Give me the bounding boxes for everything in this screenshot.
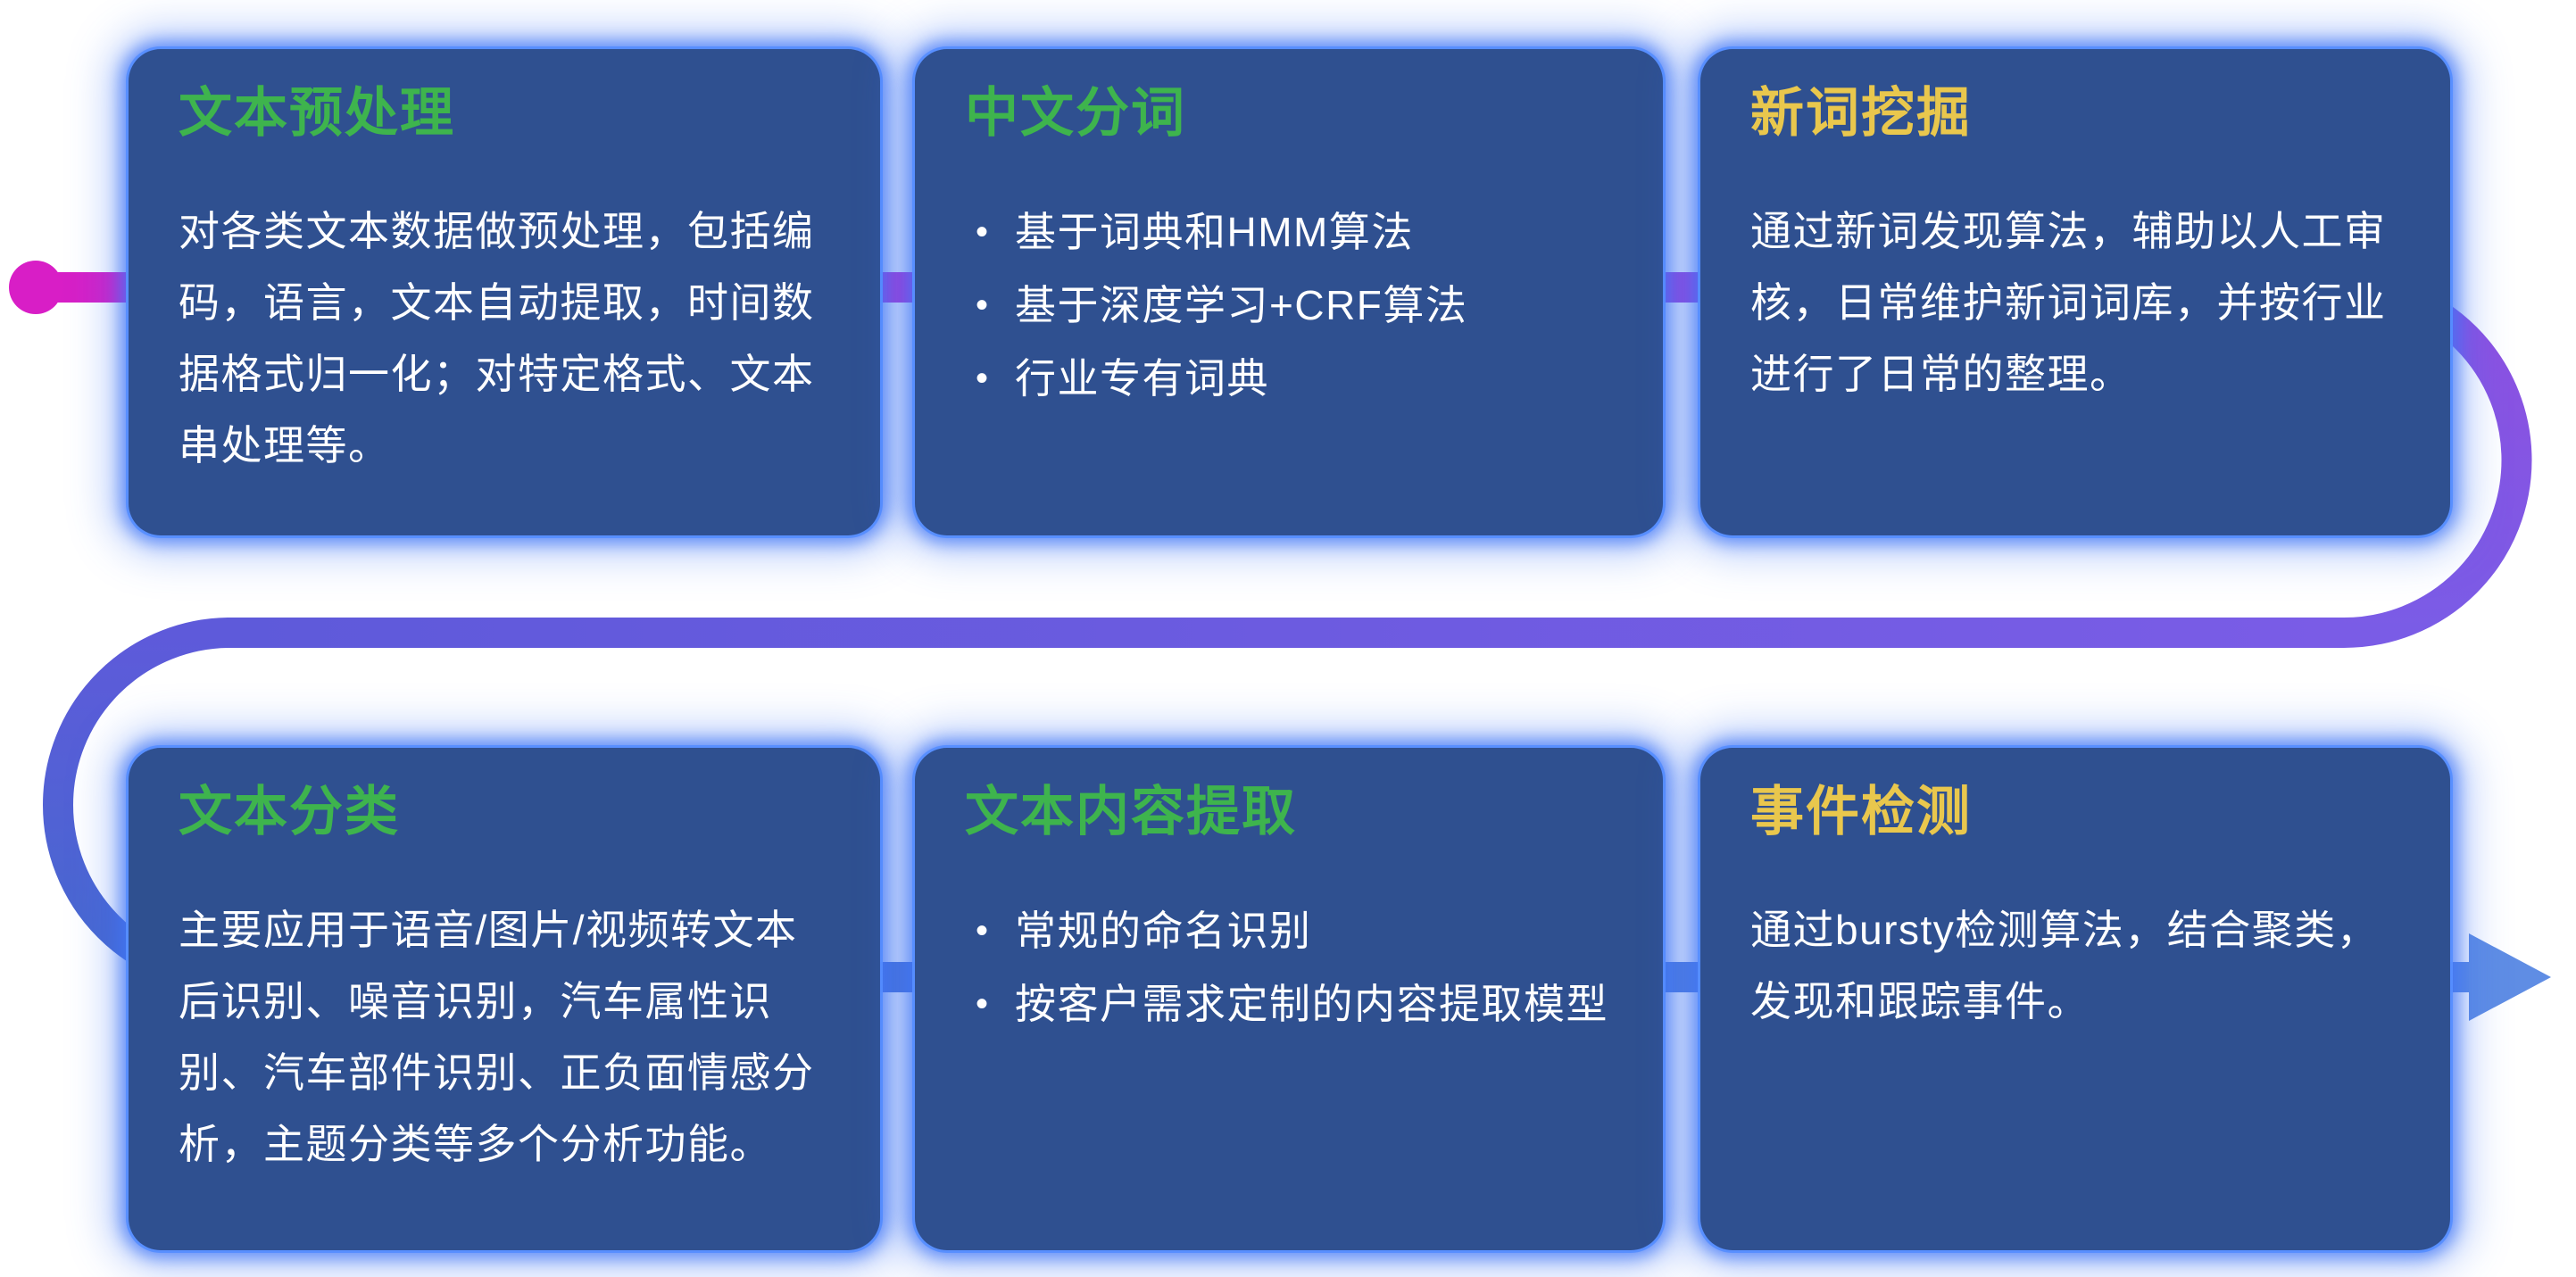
bullet-item: 按客户需求定制的内容提取模型 — [976, 967, 1613, 1041]
bullet-item: 常规的命名识别 — [976, 894, 1613, 967]
card-title: 中文分词 — [965, 83, 1186, 143]
flow-end-arrow-icon — [2469, 933, 2551, 1021]
card-text-classification: 文本分类 主要应用于语音/图片/视频转文本后识别、噪音识别，汽车属性识别、汽车部… — [129, 748, 880, 1250]
card-body: 通过bursty检测算法，结合聚类，发现和跟踪事件。 — [1750, 907, 2380, 1024]
flow-start-dot — [9, 261, 62, 314]
card-bullet-list: 基于词典和HMM算法 基于深度学习+CRF算法 行业专有词典 — [965, 195, 1613, 415]
card-text-content-extraction: 文本内容提取 常规的命名识别 按客户需求定制的内容提取模型 — [915, 748, 1663, 1250]
bullet-item: 基于深度学习+CRF算法 — [976, 269, 1613, 342]
card-title: 事件检测 — [1750, 782, 1972, 842]
card-body: 主要应用于语音/图片/视频转文本后识别、噪音识别，汽车属性识别、汽车部件识别、正… — [179, 907, 815, 1167]
bullet-item: 行业专有词典 — [976, 342, 1613, 415]
bullet-item: 基于词典和HMM算法 — [976, 195, 1613, 269]
card-new-word-mining: 新词挖掘 通过新词发现算法，辅助以人工审核，日常维护新词词库，并按行业进行了日常… — [1700, 49, 2450, 535]
card-text-preprocessing: 文本预处理 对各类文本数据做预处理，包括编码，语言，文本自动提取，时间数据格式归… — [129, 49, 880, 535]
card-bullet-list: 常规的命名识别 按客户需求定制的内容提取模型 — [965, 894, 1613, 1041]
card-event-detection: 事件检测 通过bursty检测算法，结合聚类，发现和跟踪事件。 — [1700, 748, 2450, 1250]
card-body: 对各类文本数据做预处理，包括编码，语言，文本自动提取，时间数据格式归一化；对特定… — [179, 208, 815, 469]
card-body: 通过新词发现算法，辅助以人工审核，日常维护新词词库，并按行业进行了日常的整理。 — [1750, 208, 2387, 397]
card-title: 文本内容提取 — [965, 782, 1297, 842]
card-title: 文本预处理 — [179, 83, 455, 143]
card-title: 新词挖掘 — [1750, 83, 1972, 143]
card-chinese-word-segmentation: 中文分词 基于词典和HMM算法 基于深度学习+CRF算法 行业专有词典 — [915, 49, 1663, 535]
card-title: 文本分类 — [179, 782, 400, 842]
